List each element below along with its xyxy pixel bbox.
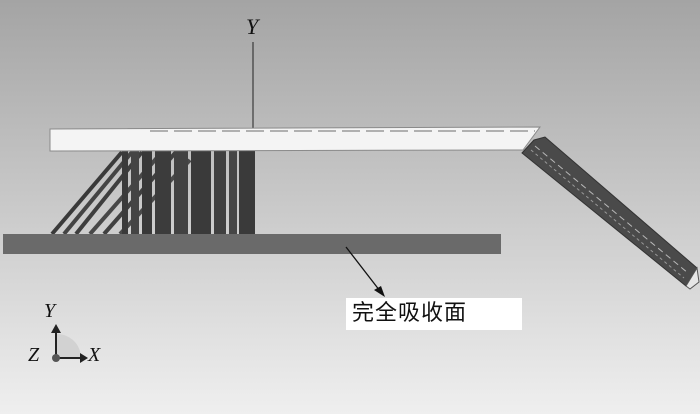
triad-origin [52,354,60,362]
vertical-strut [191,150,211,234]
surface-label: 完全吸收面 [352,301,468,326]
triad-x-arrowhead [80,353,88,363]
top-board [49,126,541,152]
surface-label-box [346,298,522,330]
vertical-strut [214,150,226,234]
absorbing-surface [3,234,501,254]
ramp-end [685,266,700,290]
leader-line [345,246,381,292]
triad-y-label: Y [44,300,56,322]
vertical-strut [239,150,255,234]
vertical-strut [131,150,139,234]
inclined-ramp [521,136,700,290]
coordinate-triad [51,324,88,363]
triad-y-arrowhead [51,324,61,333]
vertical-strut-group [122,150,255,234]
strut [50,150,124,236]
vertical-strut [122,150,128,234]
vertical-strut [229,150,237,234]
vertical-strut [155,150,171,234]
leader-arrowhead [374,286,385,297]
strut [62,150,134,236]
triad-z-label: Z [28,344,40,366]
y-axis-label: Y [246,14,259,39]
triad-quarter-disc [57,334,81,358]
ramp-stripe [534,145,689,274]
triad-x-label: X [88,344,101,366]
vertical-strut [142,150,152,234]
vertical-strut [174,150,188,234]
